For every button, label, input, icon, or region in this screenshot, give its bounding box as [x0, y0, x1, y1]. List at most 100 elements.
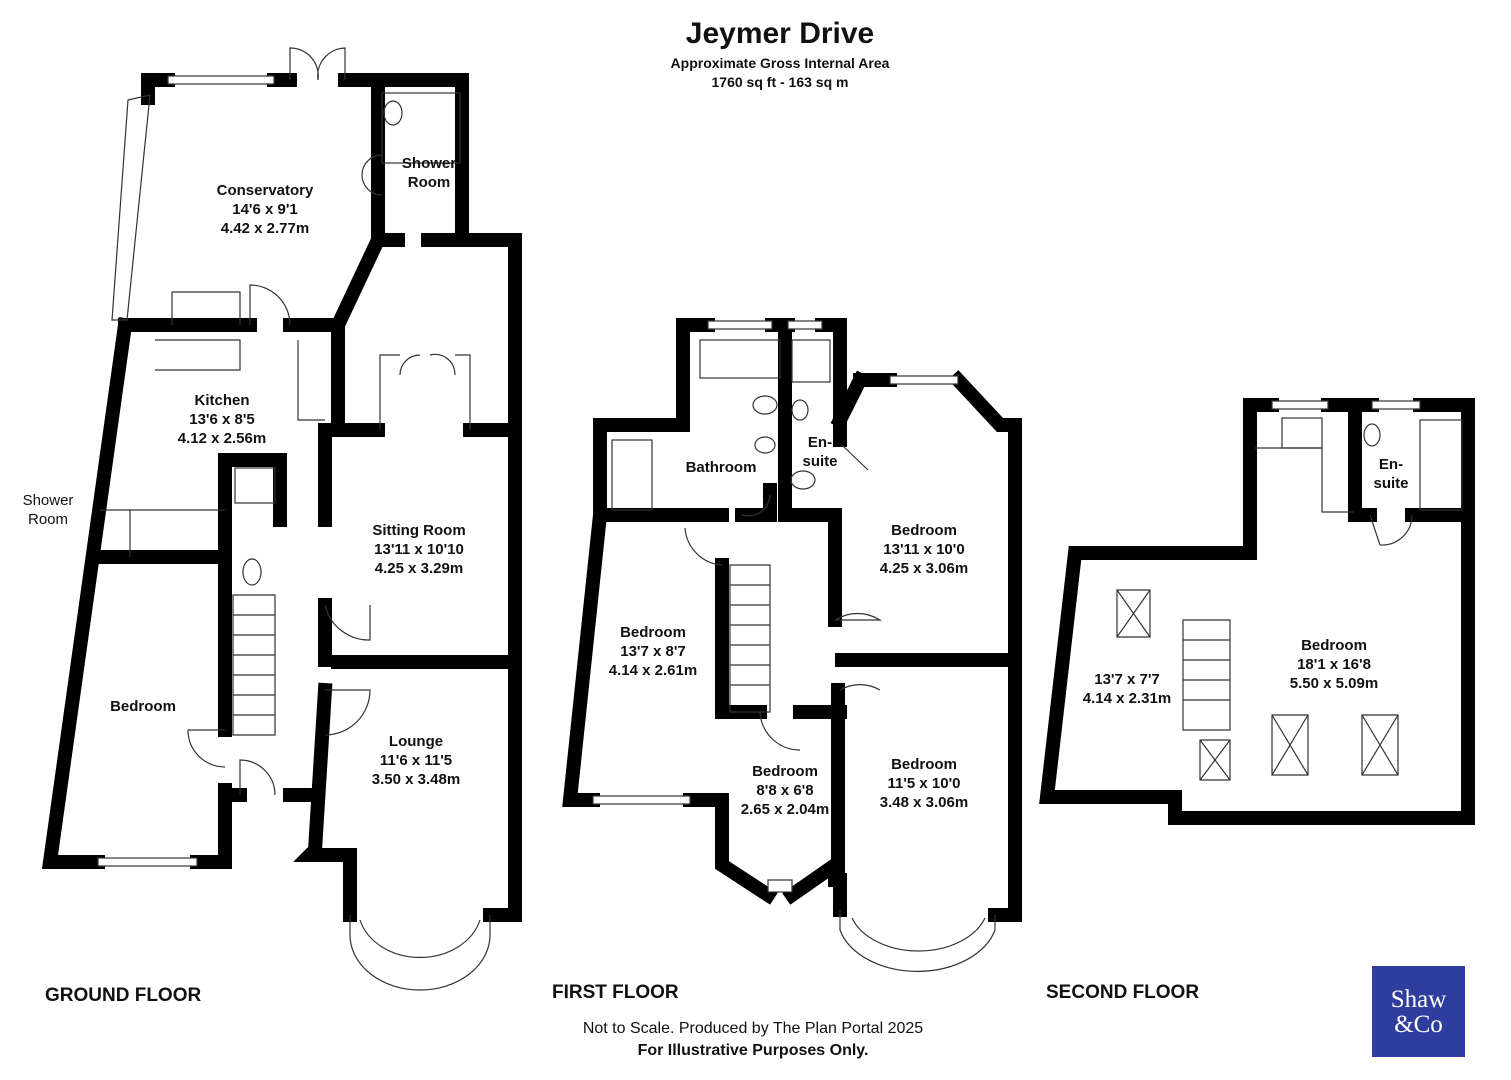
toilet-icon [1363, 423, 1381, 447]
toilet-icon [752, 395, 778, 415]
toilet-icon [790, 470, 816, 490]
room-conservatory: Conservatory 14'6 x 9'1 4.42 x 2.77m [217, 181, 314, 238]
kitchen-units [155, 291, 325, 421]
room-lounge: Lounge 11'6 x 11'5 3.50 x 3.48m [372, 732, 460, 789]
room-size-imperial: 11'5 x 10'0 [887, 775, 961, 792]
first-floor-doors[interactable] [684, 444, 883, 751]
basin-icon [361, 154, 383, 196]
room-size-metric: 4.42 x 2.77m [220, 220, 310, 237]
basin-icon [754, 436, 776, 454]
room-size-metric: 4.12 x 2.56m [177, 430, 267, 447]
room-size-imperial: 11'6 x 11'5 [379, 752, 453, 769]
second-floor-window [1271, 400, 1329, 410]
ground-floor-walls [41, 73, 522, 922]
sitting-room-french-doors[interactable] [379, 353, 471, 430]
room-ground-bedroom: Bedroom [110, 697, 176, 716]
room-size-imperial: 18'1 x 16'8 [1297, 656, 1371, 673]
hallway-doors[interactable] [324, 604, 371, 736]
bedroom-window [889, 375, 959, 385]
second-floor-units [1255, 447, 1355, 513]
room-name: Shower [22, 492, 74, 509]
side-shower-room-partition [100, 509, 225, 557]
ensuite-window [787, 320, 823, 330]
room-ensuite-second: En-suite [1373, 455, 1408, 493]
page-title: Jeymer Drive [685, 17, 875, 50]
room-size-metric: 4.14 x 2.61m [608, 662, 698, 679]
room-name: Kitchen [194, 392, 250, 409]
shaw-co-logo: Shaw&Co [1372, 966, 1465, 1057]
room-bedroom-first-small: Bedroom 8'8 x 6'8 2.65 x 2.04m [741, 762, 829, 819]
disclaimer-illustrative: For Illustrative Purposes Only. [637, 1042, 869, 1059]
room-sitting-room: Sitting Room 13'11 x 10'10 4.25 x 3.29m [372, 521, 465, 578]
room-eaves-second: 13'7 x 7'7 4.14 x 2.31m [1083, 670, 1171, 708]
conservatory-window [167, 75, 275, 85]
basin-icon [791, 399, 809, 421]
second-floor-stairs [1182, 619, 1231, 731]
room-bedroom-first-front: Bedroom 11'5 x 10'0 3.48 x 3.06m [880, 755, 968, 812]
second-floor-ensuite-window [1371, 400, 1421, 410]
floor-label-first: FIRST FLOOR [552, 982, 679, 1003]
shower-tray-icon [791, 339, 831, 383]
ground-bedroom-window [97, 857, 198, 867]
room-bedroom-first-rear: Bedroom 13'11 x 10'0 4.25 x 3.06m [880, 521, 968, 578]
disclaimer-scale: Not to Scale. Produced by The Plan Porta… [582, 1020, 924, 1037]
room-size-metric: 4.25 x 3.06m [879, 560, 969, 577]
room-size-metric: 4.14 x 2.31m [1082, 690, 1172, 707]
floor-label-second: SECOND FLOOR [1046, 982, 1200, 1003]
hall-doors[interactable] [187, 729, 276, 796]
kitchen-door[interactable] [249, 284, 291, 326]
second-floor-walls [1039, 398, 1475, 825]
room-size-metric: 3.50 x 3.48m [371, 771, 461, 788]
first-floor-stairs [729, 564, 771, 713]
small-bedroom-window [767, 879, 793, 893]
room-name: Bedroom [110, 698, 176, 715]
room-name: En- [1378, 456, 1404, 473]
conservatory-side-window [111, 94, 151, 321]
floor-label-ground: GROUND FLOOR [45, 985, 202, 1006]
logo-line-1: Shaw [1390, 985, 1447, 1013]
first-floor-bay-window [839, 910, 996, 972]
room-name: Bathroom [685, 459, 757, 476]
room-name: Shower [401, 155, 457, 172]
logo-line-2: &Co [1394, 1010, 1443, 1038]
skylights [1116, 589, 1399, 781]
room-size-metric: 4.25 x 3.29m [374, 560, 464, 577]
patio-door[interactable] [289, 47, 346, 81]
room-bathroom: Bathroom [686, 458, 757, 477]
room-size-imperial: 13'7 x 7'7 [1094, 671, 1160, 688]
room-name: Bedroom [891, 522, 957, 539]
room-name: Sitting Room [372, 522, 466, 539]
room-size-imperial: 8'8 x 6'8 [756, 782, 814, 799]
room-size-imperial: 13'11 x 10'10 [374, 541, 464, 558]
room-size-imperial: 14'6 x 9'1 [232, 201, 298, 218]
sink-icon [1281, 417, 1323, 449]
bath-icon [699, 339, 781, 379]
room-name-line2: suite [1373, 475, 1409, 492]
room-name: Bedroom [891, 756, 957, 773]
first-floor-bay-window-inner [851, 917, 986, 952]
room-size-metric: 2.65 x 2.04m [740, 801, 830, 818]
bathroom-window [707, 320, 773, 330]
room-size-imperial: 13'11 x 10'0 [883, 541, 965, 558]
toilet-icon [242, 558, 262, 586]
room-name-line2: suite [802, 453, 838, 470]
lounge-bay-window [349, 915, 491, 991]
ground-stairs [232, 594, 276, 736]
room-name: Lounge [388, 733, 444, 750]
lounge-bay-window-inner [359, 919, 481, 958]
area-subtitle: Approximate Gross Internal Area [670, 55, 890, 71]
shower-tray-icon [1419, 419, 1463, 511]
room-name: Conservatory [216, 182, 314, 199]
ensuite-door[interactable] [1369, 514, 1413, 546]
room-size-metric: 3.48 x 3.06m [879, 794, 969, 811]
first-floor-window [592, 795, 691, 805]
room-name: Bedroom [1301, 637, 1367, 654]
room-name: Bedroom [752, 763, 818, 780]
room-name: Bedroom [620, 624, 686, 641]
